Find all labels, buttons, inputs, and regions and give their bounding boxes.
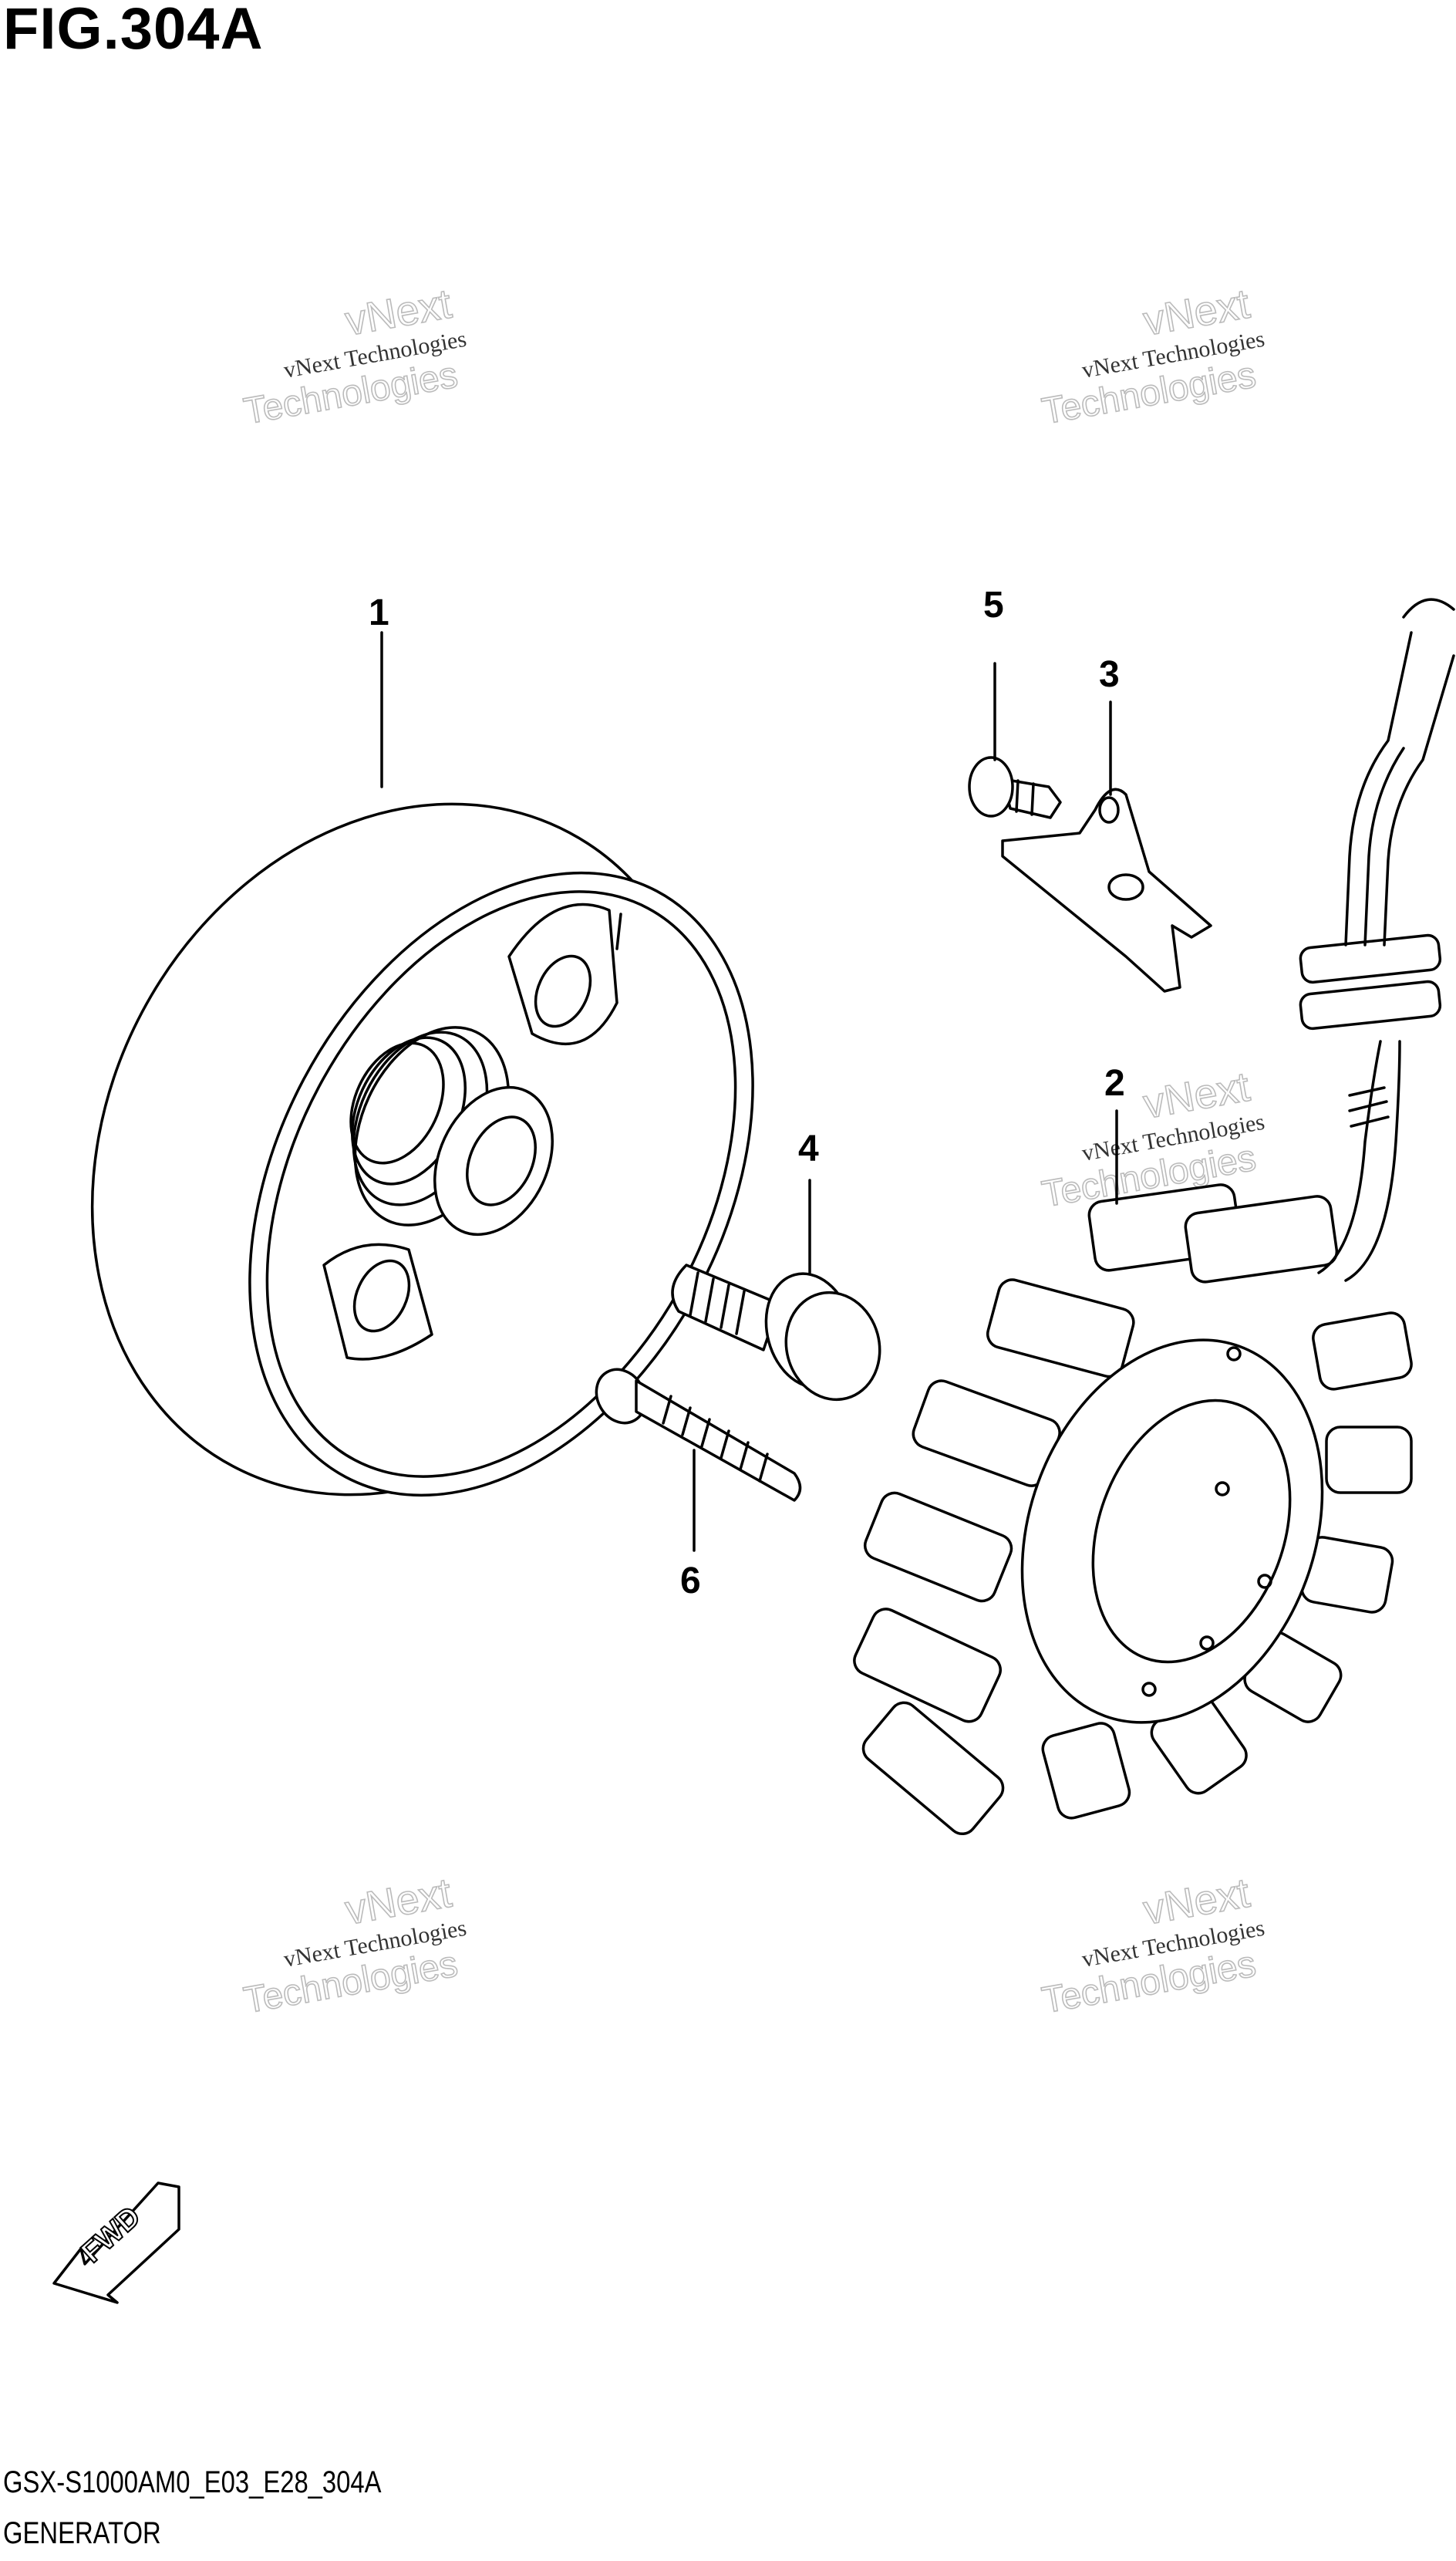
bracket-part xyxy=(1001,788,1212,993)
figure-title: FIG.304A xyxy=(3,0,264,62)
stator-teeth xyxy=(853,1183,1413,1836)
long-bolt-part xyxy=(595,1368,802,1502)
callout-5: 5 xyxy=(983,585,1004,626)
part-group-name: GENERATOR xyxy=(3,2516,161,2550)
stator-part xyxy=(853,598,1455,1836)
rotor-part xyxy=(90,802,754,1497)
watermark-mid-right: vNext Technologies vNext Technologies xyxy=(1039,1063,1267,1216)
callout-2: 2 xyxy=(1104,1063,1125,1104)
watermark-top-left: vNext Technologies vNext Technologies xyxy=(241,280,469,433)
watermark-bottom-left: vNext Technologies vNext Technologies xyxy=(241,1869,469,2022)
callout-6: 6 xyxy=(680,1561,701,1601)
model-code: GSX-S1000AM0_E03_E28_304A xyxy=(3,2465,382,2499)
watermark-bottom-right: vNext Technologies vNext Technologies xyxy=(1039,1869,1267,2022)
flange-bolt-part xyxy=(671,1264,881,1402)
callout-1: 1 xyxy=(369,592,389,633)
watermark-top-right: vNext Technologies vNext Technologies xyxy=(1039,280,1267,433)
fwd-arrow-icon: FWD xyxy=(52,2181,180,2304)
leader-lines xyxy=(380,631,1118,1552)
callout-3: 3 xyxy=(1099,654,1120,695)
small-screw-part xyxy=(968,756,1062,819)
callout-4: 4 xyxy=(798,1129,819,1169)
